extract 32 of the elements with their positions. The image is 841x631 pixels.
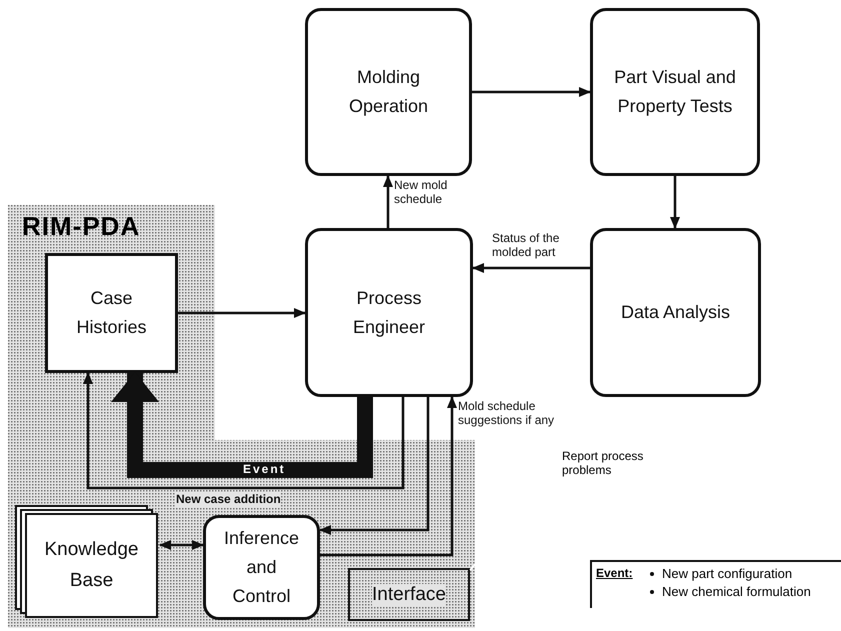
node-label: Process Engineer	[352, 286, 426, 339]
arrow	[670, 176, 680, 229]
node-label: Knowledge Base	[43, 538, 140, 592]
key-box	[590, 560, 841, 608]
process-box	[590, 8, 760, 176]
arrow	[178, 308, 306, 318]
arrow	[383, 175, 393, 228]
process-box	[305, 8, 472, 176]
arrow	[320, 396, 457, 556]
process-box	[203, 515, 320, 620]
region-title: RIM-PDA	[22, 213, 140, 239]
node-label: Data Analysis	[620, 301, 730, 324]
note-text: Report process problems	[562, 450, 644, 478]
edge-label: New case addition	[176, 493, 281, 507]
process-box	[590, 228, 761, 397]
arrow	[319, 397, 430, 535]
key-item: New chemical formulation	[662, 584, 811, 599]
arrow	[472, 263, 590, 273]
node-label: Molding Operation	[348, 66, 430, 118]
key-item: New part configuration	[662, 566, 792, 581]
interface-box	[348, 568, 470, 621]
thick-arrow	[111, 372, 373, 478]
process-box	[45, 253, 178, 373]
node-label: Part Visual and Property Tests	[613, 66, 737, 118]
node-label: Interface	[372, 584, 446, 607]
node-label: Case Histories	[75, 287, 148, 339]
arrow	[159, 540, 204, 550]
arrow	[83, 372, 404, 490]
node-label: Inference and Control	[224, 527, 300, 608]
arrow	[472, 87, 591, 97]
process-box	[305, 228, 473, 397]
key-heading: Event:	[596, 566, 633, 580]
